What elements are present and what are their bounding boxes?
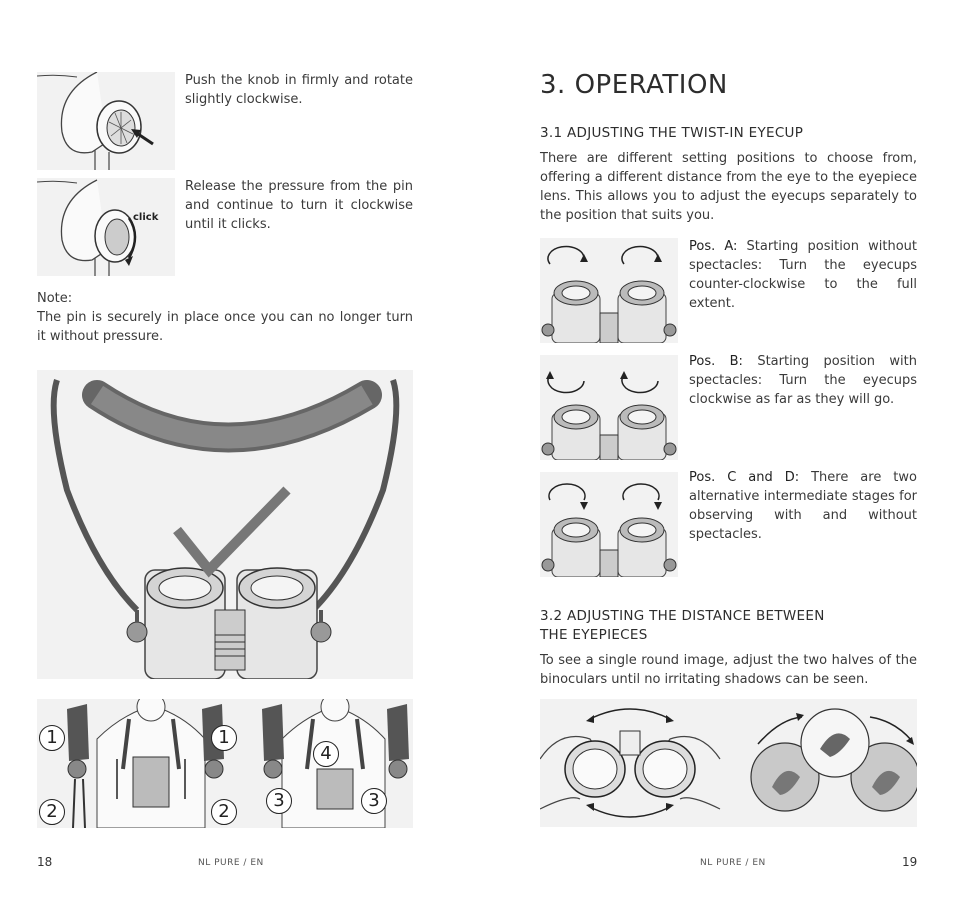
section1-text: There are different setting positions to… [540, 151, 917, 223]
strap-number: 1 [39, 725, 65, 751]
page-number-left: 18 [37, 855, 53, 869]
strap-person-illustration: 1 2 1 2 4 3 3 [37, 699, 413, 828]
step2-text: Release the pressure from the pin and co… [185, 179, 413, 232]
eyecup-pos-b-illustration [540, 355, 678, 460]
knob-push-illustration [37, 72, 175, 170]
pos-b-text: Pos. B: Starting position with spectacle… [689, 352, 917, 409]
section1-heading: 3.1 ADJUSTING THE TWIST-IN EYECUP [540, 125, 804, 141]
eyecup-pos-a-illustration [540, 238, 678, 343]
strap-binoculars-illustration [37, 370, 413, 679]
pos-b-description: Starting position with spectacles: Turn … [689, 354, 918, 407]
section2-heading-line2: THE EYEPIECES [540, 627, 648, 643]
pos-a-label: Pos. A: [689, 239, 738, 254]
section2-heading-line1: 3.2 ADJUSTING THE DISTANCE BETWEEN [540, 608, 825, 624]
strap-number: 2 [211, 799, 237, 825]
pos-a-text: Pos. A: Starting position without specta… [689, 237, 917, 313]
footer-label-right: NL PURE / EN [700, 858, 766, 868]
eyepiece-distance-illustration [540, 699, 917, 827]
note-text: The pin is securely in place once you ca… [37, 310, 413, 344]
footer-label-left: NL PURE / EN [198, 858, 264, 868]
pos-cd-label: Pos. C and D: [689, 470, 800, 485]
knob-click-illustration: click [37, 178, 175, 276]
click-label: click [133, 212, 159, 223]
pos-b-label: Pos. B: [689, 354, 743, 369]
note-heading: Note: [37, 291, 73, 306]
page-title: 3. OPERATION [540, 70, 728, 100]
page-number-right: 19 [902, 855, 918, 869]
pos-cd-text: Pos. C and D: There are two alternative … [689, 468, 917, 544]
section2-text: To see a single round image, adjust the … [540, 653, 917, 687]
strap-number: 3 [266, 788, 292, 814]
strap-number: 3 [361, 788, 387, 814]
step1-text: Push the knob in firmly and rotate sligh… [185, 73, 413, 107]
pos-cd-description: There are two alternative intermediate s… [689, 470, 917, 542]
pos-a-description: Starting position without spectacles: Tu… [689, 239, 917, 311]
strap-number: 4 [313, 741, 339, 767]
strap-number: 2 [39, 799, 65, 825]
eyecup-pos-cd-illustration [540, 472, 678, 577]
strap-number: 1 [211, 725, 237, 751]
